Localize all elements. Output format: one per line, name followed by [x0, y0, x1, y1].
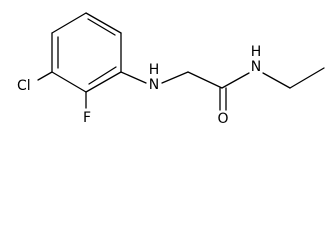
amine-nitrogen-label: N: [149, 77, 159, 93]
ring-bond: [51, 12, 87, 34]
n-ch2-bond: [161, 71, 189, 84]
chemical-structure-diagram: Cl F N H O H N: [17, 12, 325, 127]
amide-nitrogen-label: N: [251, 59, 261, 75]
ring-bond: [51, 71, 87, 93]
ring-bond: [85, 71, 122, 93]
carbonyl-n-bond: [221, 72, 250, 89]
ethyl-bond: [289, 67, 325, 89]
ch2-carbonyl-bond: [187, 71, 223, 89]
ring-bond: [85, 12, 122, 34]
amide-hydrogen-label: H: [251, 44, 262, 60]
chlorine-atom-label: Cl: [17, 78, 31, 94]
benzene-ring: [51, 12, 122, 93]
carbonyl-oxygen-label: O: [217, 111, 228, 127]
amine-hydrogen-label: H: [149, 62, 160, 78]
n-ethyl-bond: [262, 72, 291, 89]
ring-double-bond: [88, 66, 117, 85]
fluorine-atom-label: F: [83, 110, 91, 126]
c-cl-bond: [37, 71, 53, 81]
c-n-bond: [120, 71, 147, 84]
ring-double-bond: [87, 18, 116, 36]
